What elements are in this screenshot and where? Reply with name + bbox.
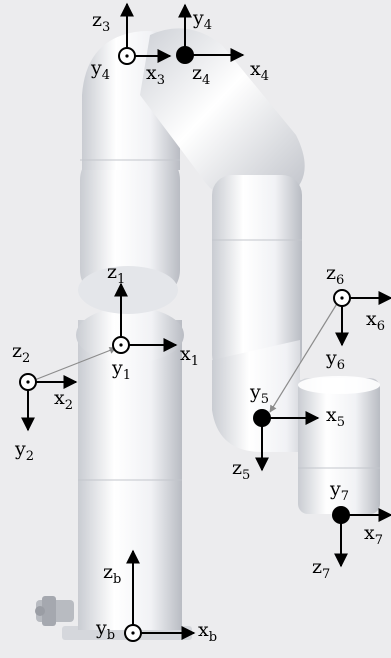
label-z-2: z2 xyxy=(12,340,30,366)
label-y-5: y5 xyxy=(249,381,269,407)
label-z-6: z6 xyxy=(326,262,344,288)
frame-labels: zb yb xb z1 y1 x1 z2 x2 y2 z3 y4 x3 y4 z… xyxy=(12,7,385,645)
label-z-b: zb xyxy=(103,561,121,587)
pointer-line-2 xyxy=(31,347,117,382)
label-z-5: z5 xyxy=(232,457,250,483)
label-y-1: y1 xyxy=(111,357,131,383)
label-y-7: y7 xyxy=(329,478,349,504)
label-y-6: y6 xyxy=(325,347,345,373)
robot-arm xyxy=(35,28,380,640)
label-x-5: x5 xyxy=(326,404,345,430)
label-y-2: y2 xyxy=(14,438,34,464)
frame-4-origin xyxy=(176,46,194,64)
label-y-b: yb xyxy=(95,617,115,643)
label-z-7: z7 xyxy=(312,556,330,582)
frame-4 xyxy=(176,3,245,64)
frame-5-origin xyxy=(253,409,271,427)
frame-b xyxy=(124,549,196,642)
robot-forearm xyxy=(140,28,305,200)
frame-1 xyxy=(112,282,178,354)
label-z-3: z3 xyxy=(92,9,110,35)
frame-6 xyxy=(333,289,391,347)
frame-7-origin xyxy=(332,506,350,524)
robot-seams xyxy=(78,159,380,481)
label-z-1: z1 xyxy=(107,261,125,287)
label-z-4: z4 xyxy=(192,62,210,88)
frame-7 xyxy=(332,506,391,568)
label-x-b: xb xyxy=(198,619,217,645)
frame-5 xyxy=(253,409,320,472)
robot-wrist-column xyxy=(212,175,302,375)
label-y-4: y4 xyxy=(192,7,212,33)
frame-2 xyxy=(19,373,78,432)
robot-base-column xyxy=(78,470,182,630)
label-x-7: x7 xyxy=(364,522,383,548)
frame-3 xyxy=(118,2,172,65)
label-x-2: x2 xyxy=(54,387,73,413)
label-x-1: x1 xyxy=(180,343,199,369)
robot-base-connector xyxy=(35,596,74,626)
pointer-lines xyxy=(31,301,339,413)
label-x-3: x3 xyxy=(146,62,165,88)
label-x-6: x6 xyxy=(366,308,385,334)
robot-upper-arm xyxy=(80,150,180,300)
robot-wrist-bend xyxy=(212,340,318,452)
label-x-4: x4 xyxy=(250,58,269,84)
label-y-4-left: y4 xyxy=(90,57,110,83)
pointer-line-6 xyxy=(269,301,339,413)
